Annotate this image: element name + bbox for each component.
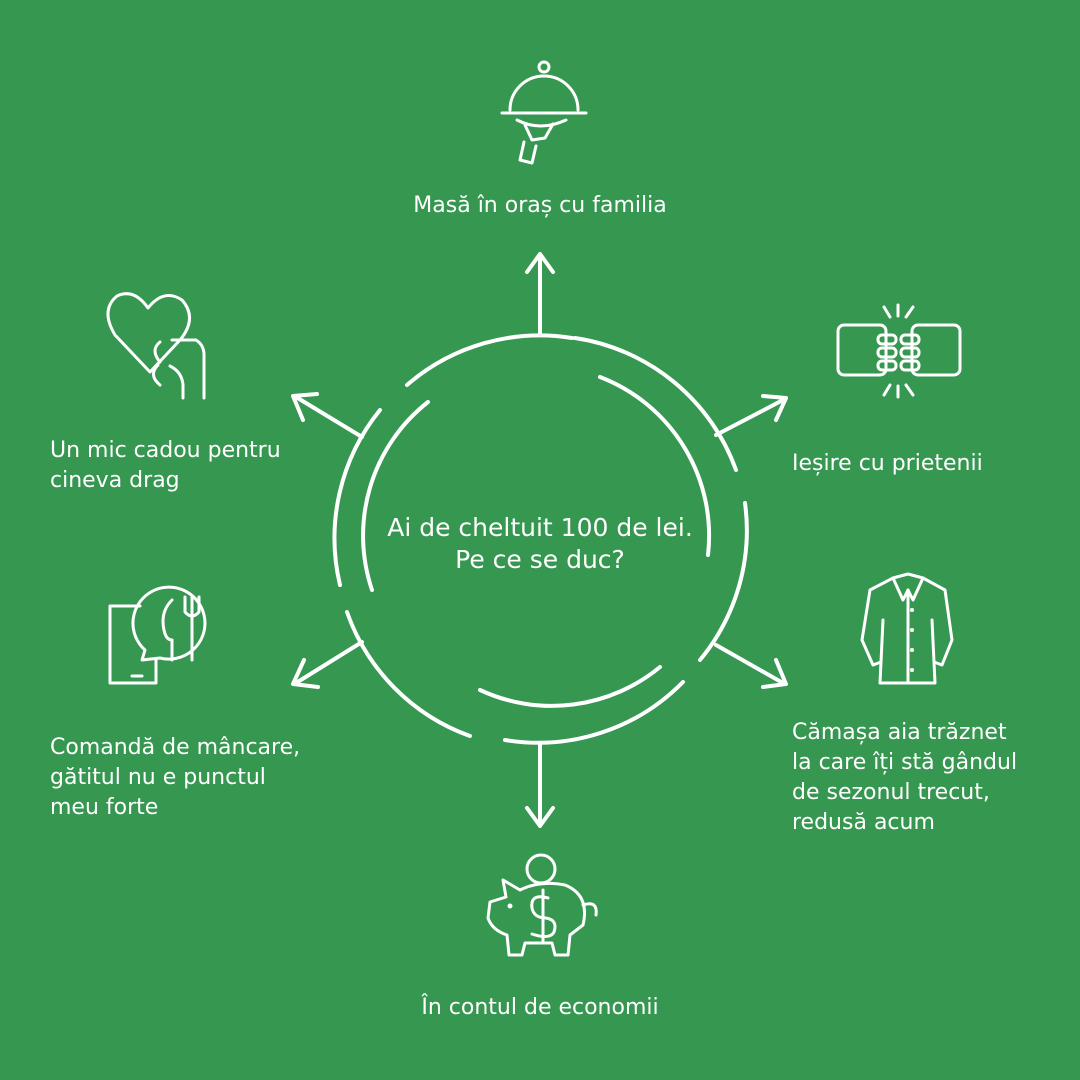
option-label-friends: Ieșire cu prietenii: [792, 451, 983, 476]
arrow-top-left: [291, 392, 364, 439]
arrow-bottom: [525, 743, 555, 828]
arrow-top-right: [714, 394, 788, 437]
option-label-gift: Un mic cadou pentru cineva drag: [50, 438, 281, 493]
shirt-icon: [860, 572, 954, 685]
heart-in-hand-icon: [106, 292, 206, 400]
option-label-savings: În contul de economii: [421, 995, 659, 1020]
option-label-shirt: Cămașa aia trăznet la care îți stă gându…: [792, 720, 1018, 835]
central-question: Ai de cheltuit 100 de lei. Pe ce se duc?: [387, 513, 693, 574]
fist-bump-icon: [836, 303, 962, 399]
serving-cloche-icon: [500, 60, 588, 165]
food-order-phone-icon: [108, 585, 207, 685]
arrow-top: [525, 252, 555, 335]
arrow-bottom-right: [714, 643, 788, 689]
option-label-food-order: Comandă de mâncare, gătitul nu e punctul…: [50, 735, 301, 820]
arrow-bottom-left: [291, 640, 364, 689]
piggy-bank-icon: [486, 853, 598, 957]
cycle-ring: [332, 333, 749, 745]
option-label-dinner: Masă în oraș cu familia: [413, 193, 667, 218]
